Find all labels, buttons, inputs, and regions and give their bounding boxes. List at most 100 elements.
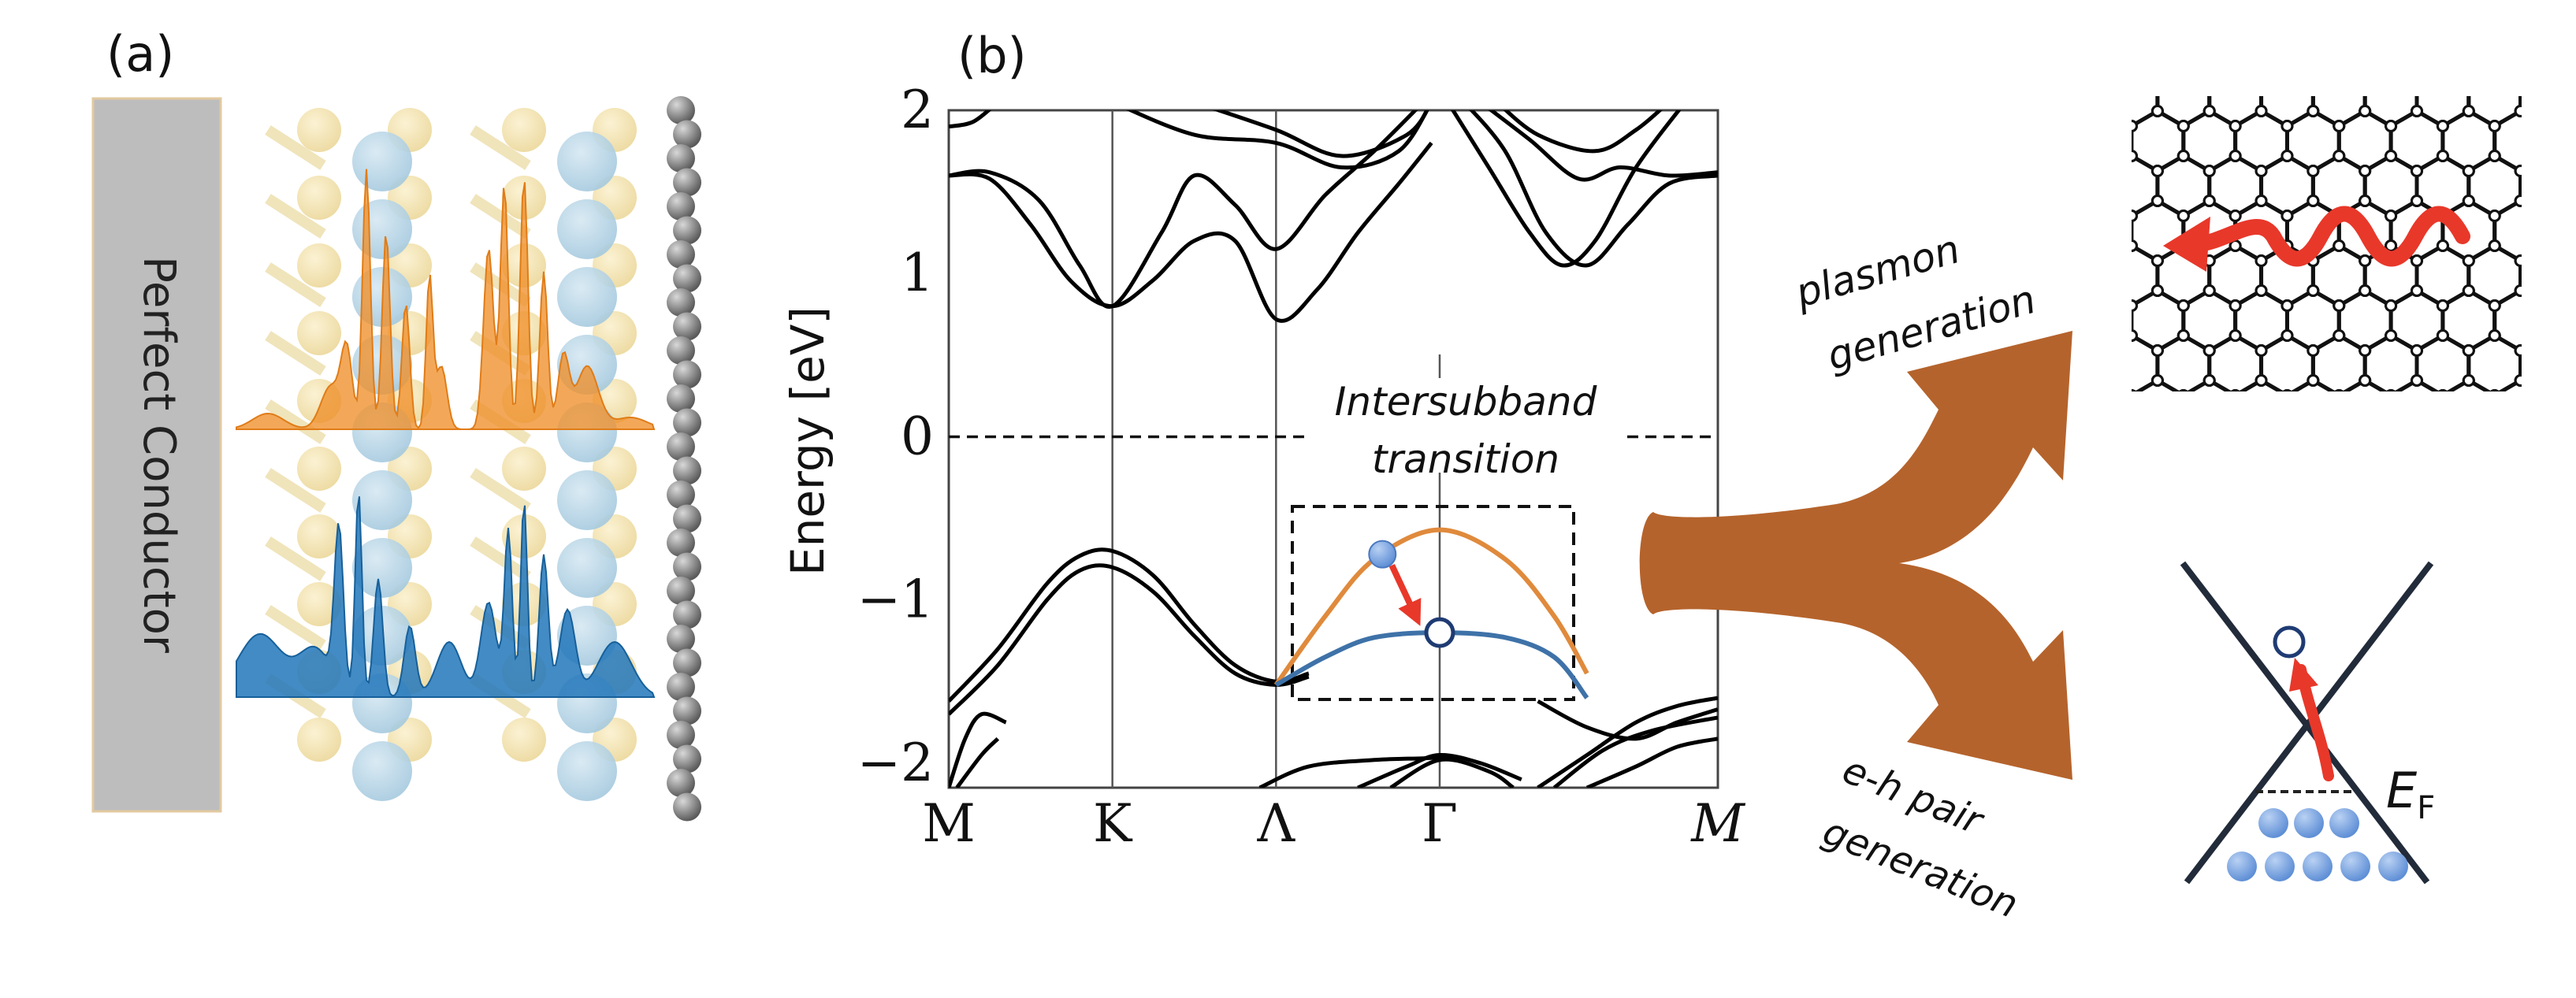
metal-atom (557, 470, 617, 530)
y-tick-label-1: 1 (901, 243, 934, 303)
carbon-atom (2541, 331, 2552, 341)
highlight-band-0 (1273, 527, 1589, 687)
electron-dot (2265, 851, 2295, 881)
carbon-atom (2541, 241, 2552, 251)
eh-pair-label: e-h pair generation (1817, 748, 2024, 927)
carbon-atom (2360, 436, 2370, 446)
carbon-atom (2359, 195, 2372, 207)
hex-cell (2236, 21, 2288, 81)
hex-cell (2393, 378, 2440, 391)
carbon-atom (2075, 331, 2085, 341)
carbon-atom (2436, 299, 2449, 312)
highlighted-subbands (1273, 527, 1589, 699)
carbon-atom (2127, 61, 2137, 72)
carbon-atom (2386, 421, 2396, 431)
carbon-atom (2132, 239, 2138, 252)
carbon-atom (2386, 61, 2396, 72)
carbon-atom (2178, 389, 2189, 391)
carbon-atom (2204, 76, 2214, 87)
electron-dot (2329, 808, 2359, 838)
x-tick-label-0: M (922, 793, 976, 854)
carbon-atom (2410, 195, 2423, 207)
carbon-atom (2178, 61, 2188, 72)
carbon-atom (2333, 120, 2346, 132)
chain-atom (673, 648, 701, 677)
carbon-atom (2515, 17, 2526, 27)
carbon-atom (2410, 105, 2423, 117)
carbon-atom (2463, 76, 2474, 87)
chalcogen-atom (297, 582, 341, 626)
carbon-atom (2101, 76, 2111, 87)
carbon-atom (2049, 166, 2059, 176)
carbon-atom (2567, 256, 2576, 266)
carbon-atom (2075, 301, 2085, 311)
carbon-atom (2230, 61, 2240, 72)
carbon-atom (2254, 374, 2268, 387)
carbon-atom (2049, 76, 2059, 87)
annotation-line1: Intersubband (1335, 379, 1597, 425)
carbon-atom (2541, 211, 2552, 221)
fermi-energy-symbol: EF (2386, 762, 2435, 826)
carbon-atom (2254, 195, 2268, 207)
carbon-atom (2307, 195, 2320, 207)
carbon-atom (2541, 391, 2552, 401)
carbon-atom (2514, 284, 2522, 297)
carbon-atom (2282, 32, 2292, 42)
hex-cell (2186, 378, 2232, 391)
metal-atom (352, 199, 412, 259)
chain-atom (673, 600, 701, 629)
carbon-atom (2436, 329, 2449, 342)
chalcogen-atom (297, 718, 341, 762)
hex-cell (2572, 336, 2576, 395)
carbon-atom (2152, 76, 2162, 87)
carbon-atom (2282, 32, 2292, 42)
band-line-3 (1126, 110, 1429, 170)
carbon-atom (2437, 32, 2448, 42)
carbon-atom (2228, 120, 2242, 132)
carbon-atom (2101, 166, 2111, 176)
hex-cell (2080, 21, 2132, 81)
chain-atom (667, 336, 695, 365)
branching-arrow (1639, 331, 2072, 780)
carbon-atom (2101, 376, 2111, 386)
chain-atom (667, 384, 695, 413)
carbon-atom (2049, 106, 2059, 117)
panel-a-label: (a) (106, 25, 174, 83)
carbon-atom (2256, 76, 2266, 87)
carbon-atom (2101, 436, 2111, 446)
carbon-atom (2411, 76, 2422, 87)
carbon-atom (2515, 436, 2526, 446)
carbon-atom (2132, 389, 2137, 391)
bond (265, 125, 326, 170)
carbon-atom (2230, 61, 2240, 72)
band-line-17 (1537, 699, 1718, 741)
carbon-atom (2152, 17, 2162, 27)
electron-dot (2294, 808, 2324, 838)
carbon-atom (2282, 421, 2292, 431)
carbon-atom (2567, 346, 2576, 356)
carbon-atom (2359, 374, 2372, 387)
bond (470, 536, 531, 581)
carbon-atom (2101, 286, 2111, 296)
carbon-atom (2567, 106, 2576, 117)
carbon-atom (2462, 195, 2475, 207)
brown-split-arrow (1639, 331, 2072, 780)
bond (265, 399, 326, 444)
carbon-atom (2282, 389, 2292, 391)
excitation-arrowhead (2289, 658, 2318, 692)
chain-atom (673, 552, 701, 581)
carbon-atom (2101, 166, 2111, 176)
carbon-atom (2411, 436, 2422, 446)
chain-atom (673, 264, 701, 293)
carbon-atom (2541, 241, 2552, 251)
carbon-atom (2075, 121, 2085, 132)
carbon-atom (2385, 329, 2398, 342)
carbon-atom (2178, 32, 2188, 42)
carbon-atom (2541, 151, 2552, 161)
carbon-atom (2567, 76, 2576, 87)
orange-density-curve (236, 169, 656, 430)
bond (470, 125, 531, 170)
hex-cell (2339, 21, 2391, 81)
carbon-atom (2567, 196, 2576, 206)
